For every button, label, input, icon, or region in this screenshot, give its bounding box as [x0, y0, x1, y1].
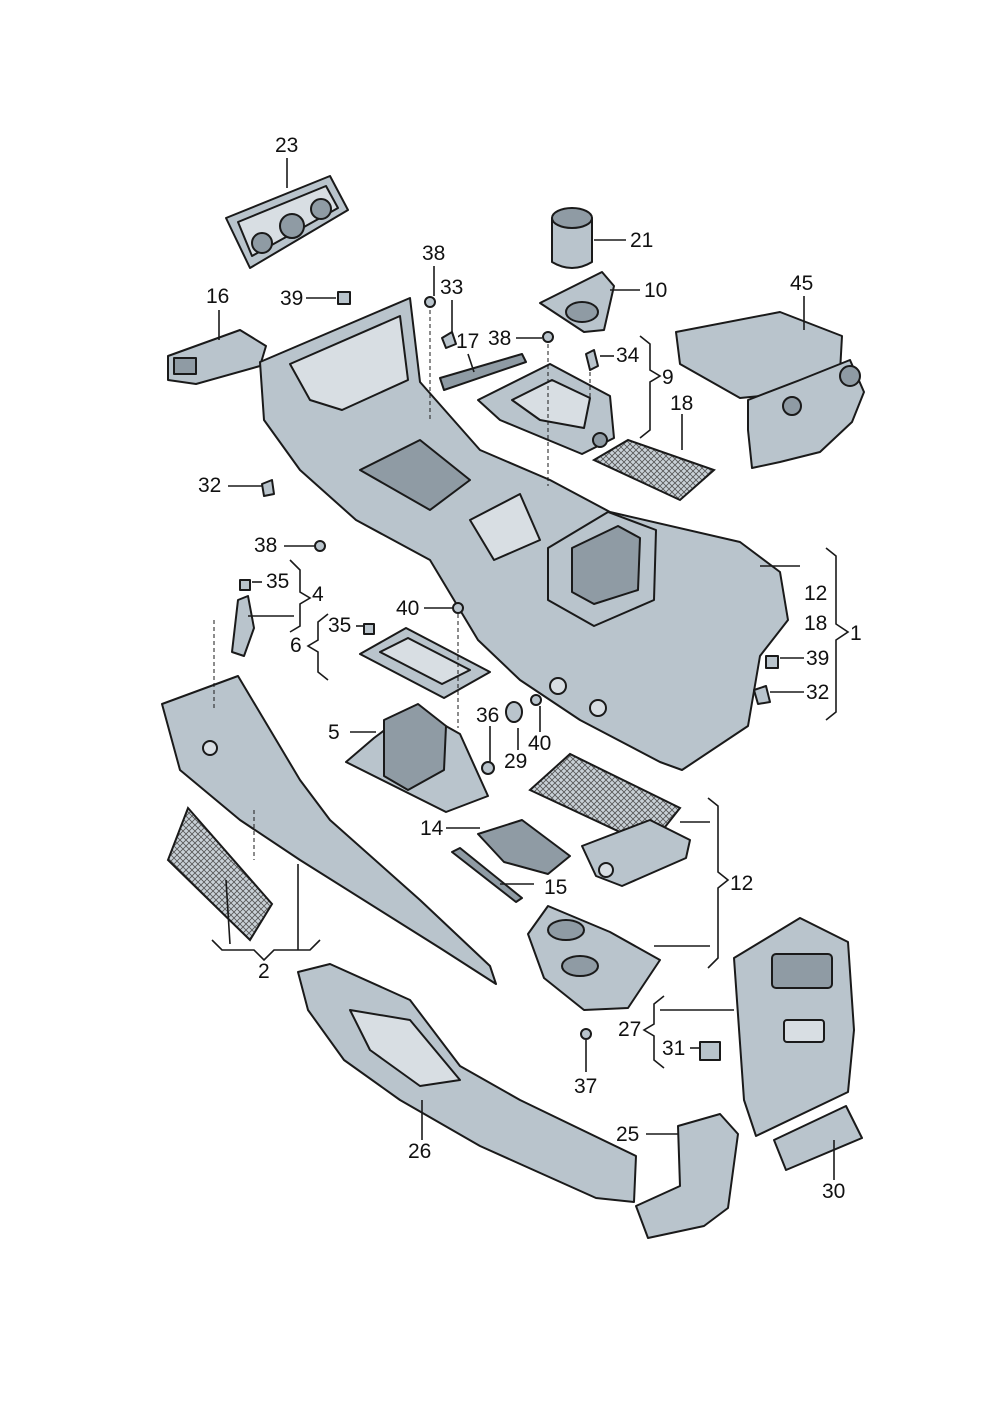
callout-1: 1	[850, 622, 862, 645]
callout-32-right: 32	[806, 681, 829, 704]
callout-32-left: 32	[198, 474, 221, 497]
callout-4: 4	[312, 583, 324, 606]
screw-part-40-top	[452, 602, 464, 614]
mat-part-14	[477, 819, 571, 875]
screw-part-38-top	[424, 296, 436, 308]
callout-17: 17	[456, 330, 479, 353]
armrest-part-45	[675, 311, 865, 469]
callout-38-left: 38	[254, 534, 277, 557]
callout-34: 34	[616, 344, 640, 367]
duct-part-25	[635, 1113, 739, 1239]
clip-part-32-left	[261, 479, 275, 497]
callout-numbers: 23 21 38 45 10 16 39 33 17 38 34 9 18 32…	[198, 134, 862, 1203]
air-duct-opening-26	[349, 1009, 461, 1087]
strip-part-15	[451, 847, 523, 903]
nut-part-36	[481, 761, 495, 775]
screw-part-38-mid	[542, 331, 554, 343]
rubber-mat-part-18	[591, 438, 716, 502]
trim-panel-part-23	[225, 175, 349, 269]
callout-5: 5	[328, 721, 340, 744]
trim-strip-part-17	[439, 353, 527, 391]
callout-18-right: 18	[804, 612, 827, 635]
callout-21: 21	[630, 229, 653, 252]
trim-frame-part-9	[477, 363, 615, 455]
callout-25: 25	[616, 1123, 639, 1146]
switch-part-30	[773, 1105, 863, 1171]
callout-12-mid: 12	[730, 872, 753, 895]
cap-part-29	[505, 701, 523, 723]
clip-part-39-top	[337, 291, 351, 305]
callout-38-top: 38	[422, 242, 445, 265]
bracket-part-4	[231, 595, 255, 657]
callout-29: 29	[504, 750, 527, 773]
cup-holder-part-12	[527, 905, 661, 1011]
callout-14: 14	[420, 817, 444, 840]
callout-6: 6	[290, 634, 302, 657]
callout-12-right: 12	[804, 582, 827, 605]
rear-vent-panel-part-27	[733, 917, 855, 1137]
bracket-frame-part-6	[359, 627, 491, 699]
switch-bracket-part-16	[167, 329, 267, 385]
callout-31: 31	[662, 1037, 685, 1060]
callout-39-top: 39	[280, 287, 303, 310]
callout-36: 36	[476, 704, 499, 727]
screw-part-37	[580, 1028, 592, 1040]
callout-10: 10	[644, 279, 667, 302]
roller-cover-part-12	[528, 752, 691, 887]
callout-37: 37	[574, 1075, 597, 1098]
clip-part-35-left	[239, 579, 251, 591]
callout-38-mid: 38	[488, 327, 511, 350]
callout-35-left: 35	[266, 570, 289, 593]
callout-30: 30	[822, 1180, 845, 1203]
callout-18-top: 18	[670, 392, 693, 415]
shift-housing-part-5	[345, 703, 489, 813]
callout-39-right: 39	[806, 647, 829, 670]
grouping-brackets	[211, 335, 850, 1069]
trim-cover-part-10	[539, 271, 615, 333]
callout-2: 2	[258, 960, 270, 983]
callout-33: 33	[440, 276, 463, 299]
clip-part-39-right	[765, 655, 779, 669]
callout-45: 45	[790, 272, 813, 295]
side-trim-part-2	[161, 675, 497, 985]
callout-16: 16	[206, 285, 229, 308]
screw-part-40-bottom	[530, 694, 542, 706]
clip-part-35-mid	[363, 623, 375, 635]
callout-15: 15	[544, 876, 567, 899]
screw-part-38-left	[314, 540, 326, 552]
callout-27: 27	[618, 1018, 641, 1041]
callout-23: 23	[275, 134, 298, 157]
mesh-insert-part-2	[166, 806, 274, 942]
clip-part-31	[699, 1041, 721, 1061]
callout-26: 26	[408, 1140, 431, 1163]
callout-40-bottom: 40	[528, 732, 551, 755]
cup-insert-part-21	[551, 207, 593, 269]
clip-part-34	[585, 349, 599, 371]
clip-part-32-right	[753, 685, 771, 705]
callout-35-mid: 35	[328, 614, 351, 637]
callout-9: 9	[662, 366, 674, 389]
callout-40-top: 40	[396, 597, 419, 620]
center-console-part-1	[259, 297, 789, 771]
leader-lines	[213, 158, 835, 1180]
clip-part-33	[441, 331, 457, 349]
